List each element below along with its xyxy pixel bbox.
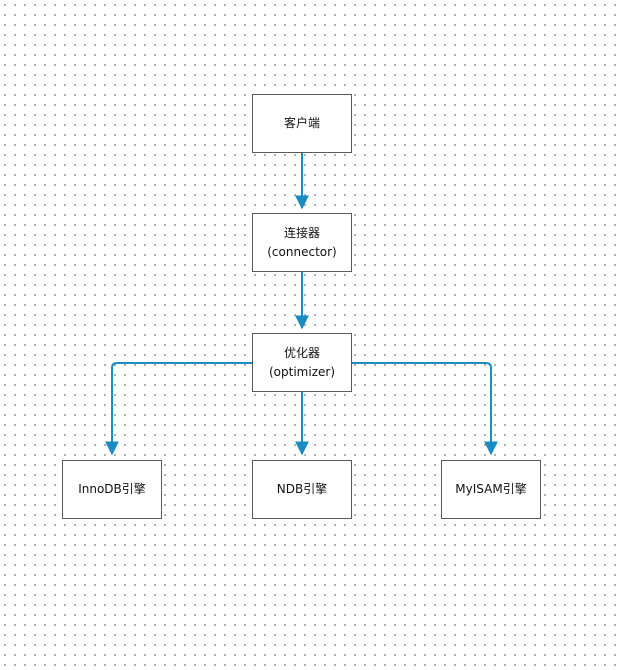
connector-label: 连接器 bbox=[283, 225, 320, 240]
optimizer-sublabel: (optimizer) bbox=[269, 364, 335, 379]
myisam-engine-label: MyISAM引擎 bbox=[455, 482, 527, 497]
innodb-engine-node[interactable]: InnoDB引擎 bbox=[62, 460, 162, 519]
ndb-engine-node[interactable]: NDB引擎 bbox=[252, 460, 352, 519]
edge-optimizer-to-myisam bbox=[352, 362, 498, 456]
connector-sublabel: (connector) bbox=[267, 244, 337, 259]
client-node[interactable]: 客户端 bbox=[252, 94, 352, 153]
optimizer-node[interactable]: 优化器 (optimizer) bbox=[252, 333, 352, 392]
connector-node[interactable]: 连接器 (connector) bbox=[252, 213, 352, 272]
myisam-engine-node[interactable]: MyISAM引擎 bbox=[441, 460, 541, 519]
optimizer-label: 优化器 bbox=[283, 345, 320, 360]
client-label: 客户端 bbox=[283, 116, 320, 131]
innodb-engine-label: InnoDB引擎 bbox=[78, 482, 146, 497]
edge-optimizer-to-innodb bbox=[105, 362, 252, 456]
ndb-engine-label: NDB引擎 bbox=[276, 482, 328, 497]
